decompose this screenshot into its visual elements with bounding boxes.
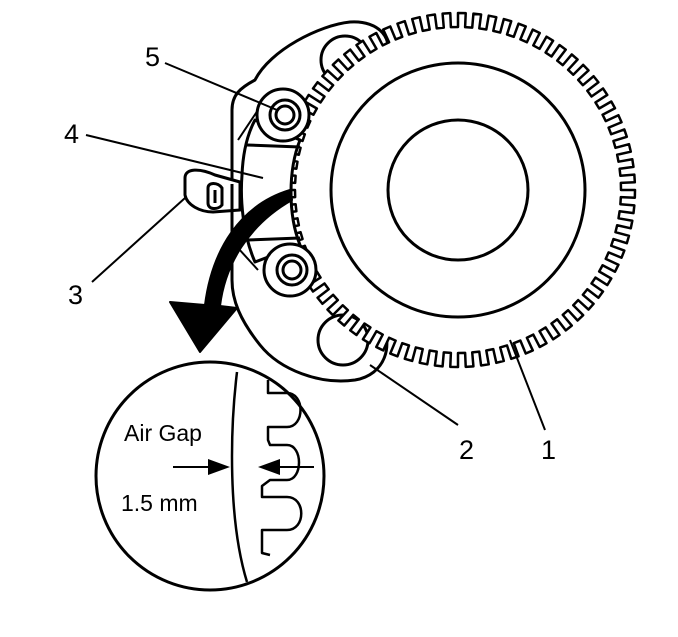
tooth-profile — [260, 380, 303, 557]
tone-wheel — [279, 11, 637, 369]
tone-wheel-hub — [386, 118, 530, 262]
leader-line-3 — [91, 197, 186, 283]
leader-line-2 — [369, 364, 459, 426]
gap-arrow-left-head — [208, 459, 230, 475]
detail-circle — [94, 360, 326, 592]
gap-arrow-right-head — [258, 459, 280, 475]
leader-line-4 — [85, 134, 264, 179]
sensor-bolt-bottom — [262, 242, 318, 298]
leader-line-1 — [509, 339, 546, 431]
air-gap-value: 1.5 mm — [121, 490, 198, 516]
air-gap-title: Air Gap — [124, 420, 202, 446]
callout-5: 5 — [145, 42, 160, 72]
leader-line-5 — [164, 62, 278, 111]
callout-4: 4 — [64, 119, 79, 149]
callout-1: 1 — [541, 435, 556, 465]
air-gap-detail: Air Gap 1.5 mm — [94, 360, 326, 592]
callout-3: 3 — [68, 280, 83, 310]
sensor-tip-curve — [230, 371, 249, 583]
detail-pointer-arrow — [169, 189, 293, 353]
sensor-connector — [183, 168, 242, 214]
sensor-bolt-top — [255, 87, 311, 143]
callout-2: 2 — [459, 435, 474, 465]
